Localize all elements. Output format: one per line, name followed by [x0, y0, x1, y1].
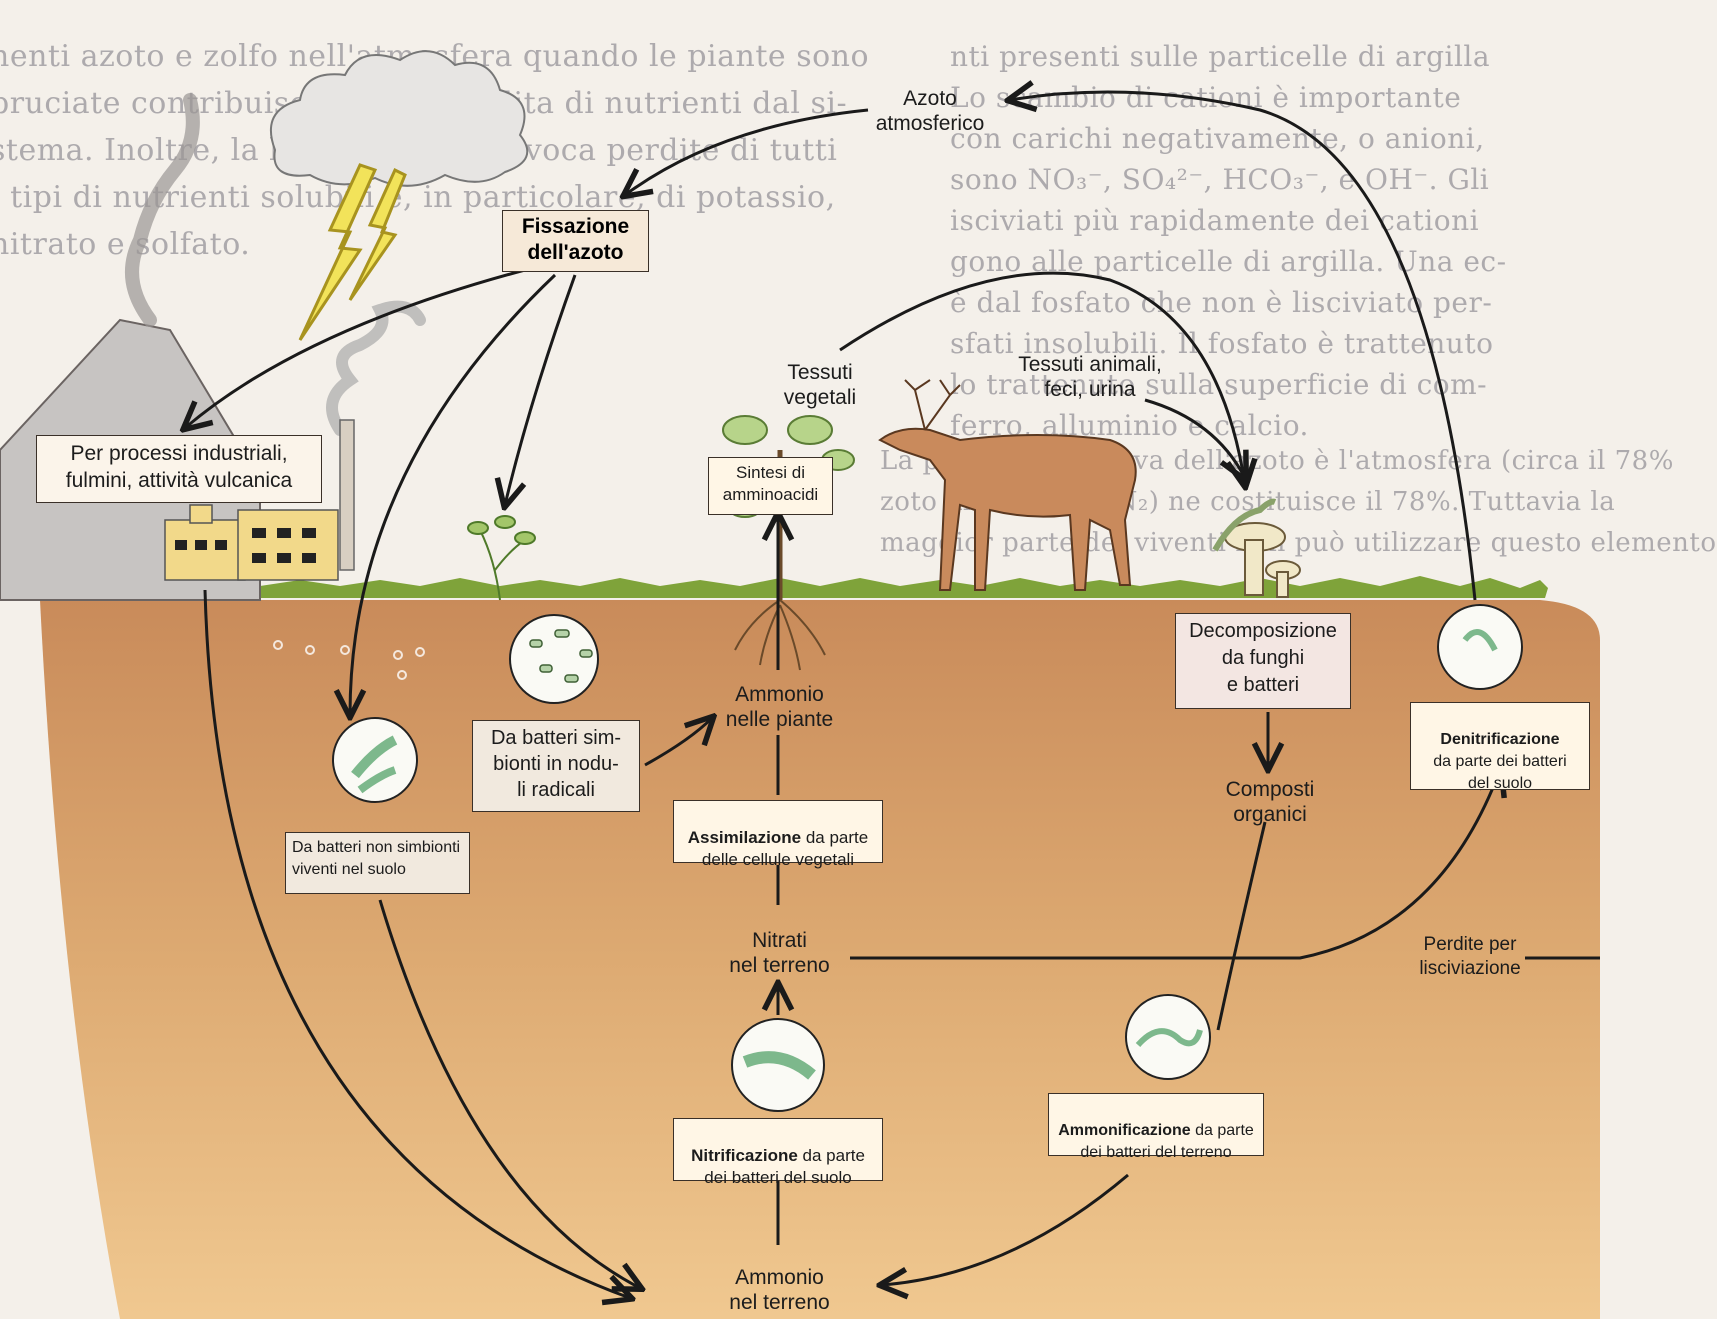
box-simbionti: Da batteri sim- bionti in nodu- li radic… — [472, 720, 640, 812]
arrow-ammonif-to-ammonio — [882, 1173, 1129, 1285]
background-text-right: nti presenti sulle particelle di argilla… — [950, 40, 1507, 442]
arrow-animali-to-decomp — [1144, 398, 1245, 478]
arrow-fissazione-to-nonsimb — [350, 273, 557, 715]
arrow-denitrif-to-atmos — [1010, 92, 1477, 601]
label-ammonio-terreno: Ammonio nel terreno — [729, 1266, 830, 1314]
assimilazione-text: da parte delle cellule vegetali — [701, 828, 869, 869]
plant-icon — [467, 515, 536, 601]
denitrificazione-title: Denitrificazione — [1440, 731, 1560, 748]
nitrificazione-text: da parte dei batteri del suolo — [704, 1146, 865, 1187]
bg-line: i tipi di nutrienti solubili e, in parti… — [0, 180, 836, 215]
bg-line: è dal fosfato che non è lisciviato per- — [950, 286, 1493, 319]
arrow-fissazione-to-processi — [185, 268, 526, 428]
cloud-icon — [270, 50, 529, 187]
denitrificazione-text: da parte dei batteri del suolo — [1433, 753, 1567, 792]
bg-line: nitrato e solfato. — [0, 227, 251, 262]
arrow-composti-to-ammonif — [1216, 821, 1267, 1031]
box-assimilazione: Assimilazione da parte delle cellule veg… — [673, 800, 883, 869]
lightning-icon — [298, 163, 407, 341]
deer-icon — [878, 379, 1137, 591]
ammonificazione-title: Ammonificazione — [1058, 1122, 1191, 1139]
box-sintesi: Sintesi di amminoacidi — [708, 457, 833, 515]
box-decomposizione: Decomposizione da funghi e batteri — [1175, 613, 1351, 709]
ammonificazione-text: da parte dei batteri del terreno — [1080, 1122, 1254, 1161]
arrow-simbionti-to-ammonio-piante — [644, 718, 712, 767]
arrow-fissazione-to-plant — [505, 274, 577, 505]
label-composti-organici: Composti organici — [1225, 778, 1315, 826]
box-ammonificazione: Ammonificazione da parte dei batteri del… — [1048, 1093, 1264, 1161]
bg-line: con carichi negativamente, o anioni, — [950, 122, 1485, 155]
arrow-nonsimb-to-ammonio — [378, 899, 640, 1288]
label-perdite: Perdite per lisciviazione — [1419, 934, 1521, 979]
label-tessuti-vegetali: Tessuti vegetali — [783, 361, 857, 409]
grass — [60, 576, 1548, 598]
arrow-processi-to-ammonio — [203, 589, 630, 1298]
arrow-atmos-to-fissazione — [625, 108, 869, 195]
bg-line: sfati insolubili. Il fosfato è trattenut… — [950, 327, 1494, 360]
bg-line: maggior parte dei viventi non può utiliz… — [880, 528, 1717, 558]
box-processi: Per processi industriali, fulmini, attiv… — [36, 435, 322, 503]
factory-icon — [164, 300, 426, 581]
label-tessuti-animali: Tessuti animali, feci, urina — [1018, 353, 1162, 401]
label-nitrati-terreno: Nitrati nel terreno — [729, 929, 830, 977]
nitrificazione-title: Nitrificazione — [691, 1146, 798, 1165]
bg-line: nti presenti sulle particelle di argilla — [950, 40, 1491, 73]
nitrogen-cycle-diagram: nenti azoto e zolfo nell'atmosfera quand… — [0, 40, 1716, 1319]
label-azoto-atmosferico: Azoto atmosferico — [875, 87, 985, 135]
box-fissazione: Fissazione dell'azoto — [502, 210, 649, 272]
bg-line: sono NO₃⁻, SO₄²⁻, HCO₃⁻, e OH⁻. Gli — [950, 163, 1490, 196]
arrow-nitrati-to-denitrif — [850, 770, 1500, 960]
box-nitrificazione: Nitrificazione da parte dei batteri del … — [673, 1118, 883, 1187]
label-ammonio-piante: Ammonio nelle piante — [725, 683, 834, 731]
arrow-tessuti-to-tessuti-animali — [839, 271, 1245, 485]
box-non-simbionti: Da batteri non simbionti viventi nel suo… — [285, 832, 470, 894]
assimilazione-title: Assimilazione — [687, 828, 802, 847]
flow-arrows — [185, 92, 1600, 1298]
bg-line: isciviati più rapidamente dei cationi — [950, 204, 1480, 237]
mushroom-icon — [1212, 498, 1301, 598]
box-denitrificazione: Denitrificazione da parte dei batteri de… — [1410, 702, 1590, 792]
